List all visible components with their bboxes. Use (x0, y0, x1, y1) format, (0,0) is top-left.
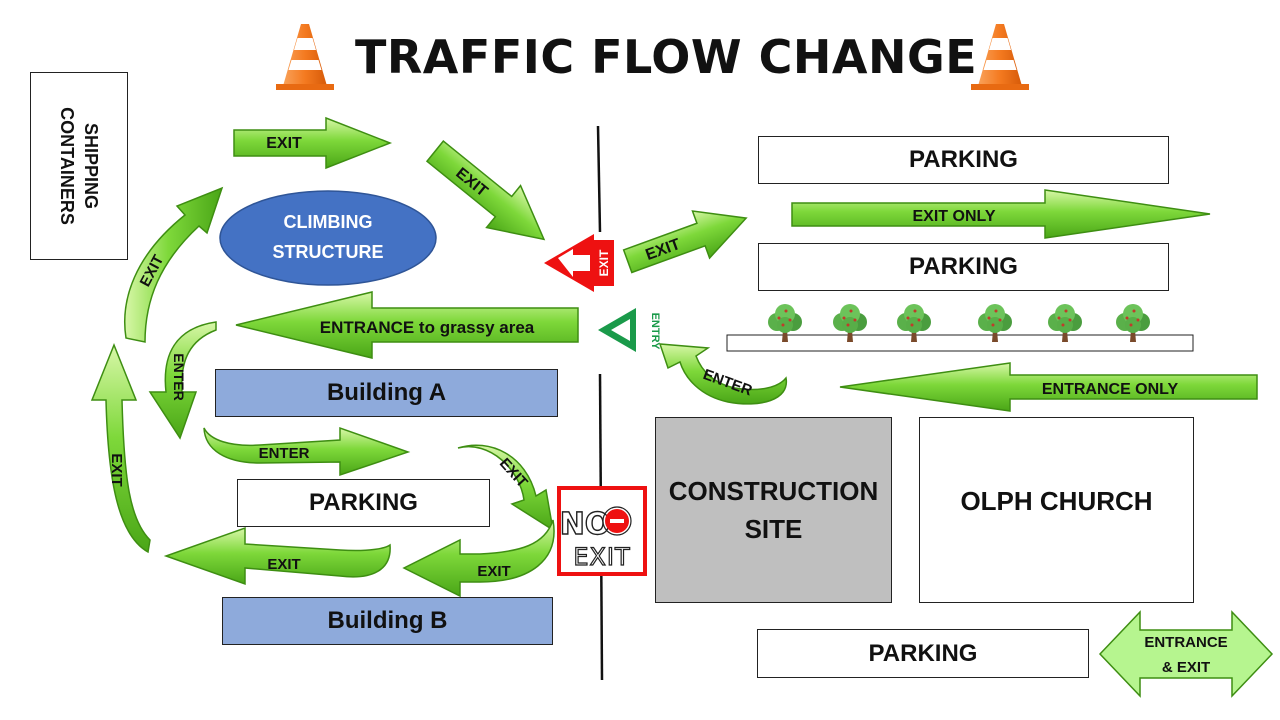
climbing-structure-label: STRUCTURE (273, 242, 384, 262)
entry-sign: ENTRY (598, 308, 661, 352)
svg-text:EXIT: EXIT (597, 249, 611, 276)
tree-icon (768, 304, 802, 342)
building-a: Building A (215, 369, 558, 417)
svg-text:EXIT: EXIT (108, 453, 125, 486)
svg-text:EXIT ONLY: EXIT ONLY (913, 208, 996, 225)
exit-only-arrow: EXIT ONLY (791, 189, 1211, 239)
svg-text:& EXIT: & EXIT (1162, 659, 1210, 676)
svg-text:ENTRANCE to grassy area: ENTRANCE to grassy area (320, 318, 535, 337)
exit-arrow-top: EXIT (233, 116, 393, 170)
svg-text:ENTRANCE ONLY: ENTRANCE ONLY (1042, 381, 1179, 398)
parking-right-top: PARKING (758, 136, 1169, 184)
svg-text:EXIT: EXIT (267, 556, 300, 573)
enter-arrow-curve: ENTER (148, 321, 217, 440)
traffic-cone-icon (971, 24, 1029, 90)
tree-icon (978, 304, 1012, 342)
enter-arrow-horizontal: ENTER (203, 426, 411, 477)
no-exit-sign: NO EXIT (557, 486, 647, 576)
exit-arrow-bottom-left: EXIT (163, 526, 391, 586)
parking-bottom: PARKING (757, 629, 1089, 678)
entrance-exit-double-arrow: ENTRANCE & EXIT (1098, 610, 1274, 698)
tree-icon (897, 304, 931, 342)
construction-site-label: CONSTRUCTION (668, 476, 879, 506)
shipping-containers-label: CONTAINERS (57, 107, 77, 225)
construction-site-label: SITE (744, 514, 803, 544)
svg-text:ENTER: ENTER (259, 445, 310, 462)
shipping-containers-label: SHIPPING (81, 122, 101, 210)
entrance-grassy-arrow: ENTRANCE to grassy area (235, 291, 579, 359)
climbing-structure-label: CLIMBING (284, 212, 373, 232)
parking-right-middle: PARKING (758, 243, 1169, 291)
entrance-only-arrow: ENTRANCE ONLY (839, 362, 1258, 412)
traffic-cone-icon (276, 24, 334, 90)
tree-icon (1048, 304, 1082, 342)
page-title: TRAFFIC FLOW CHANGE (355, 30, 978, 84)
exit-sign: EXIT (544, 234, 614, 292)
svg-text:ENTRANCE: ENTRANCE (1144, 634, 1227, 651)
no-exit-label: EXIT (573, 543, 630, 571)
shipping-containers: SHIPPING CONTAINERS (30, 72, 128, 260)
enter-arrow-right: ENTER (658, 343, 787, 405)
tree-icon (833, 304, 867, 342)
no-exit-label: NO (561, 507, 610, 542)
svg-text:ENTRY: ENTRY (649, 313, 661, 351)
svg-text:EXIT: EXIT (477, 563, 510, 580)
construction-site: CONSTRUCTION SITE (655, 417, 892, 603)
road-divider-top (596, 125, 602, 233)
svg-text:EXIT: EXIT (266, 135, 302, 152)
tree-strip (726, 334, 1194, 352)
exit-arrow-right: EXIT (622, 210, 748, 274)
exit-arrow-left-curve: EXIT (124, 186, 224, 343)
tree-icon (1116, 304, 1150, 342)
olph-church: OLPH CHURCH (919, 417, 1194, 603)
no-entry-icon (602, 506, 632, 536)
parking-left: PARKING (237, 479, 490, 527)
climbing-structure (219, 190, 437, 286)
exit-arrow-diagonal: EXIT (425, 140, 546, 241)
exit-arrow-left-vertical: EXIT (90, 342, 151, 554)
exit-arrow-bottom-right: EXIT (402, 519, 555, 598)
building-b: Building B (222, 597, 553, 645)
svg-text:ENTER: ENTER (171, 353, 187, 400)
